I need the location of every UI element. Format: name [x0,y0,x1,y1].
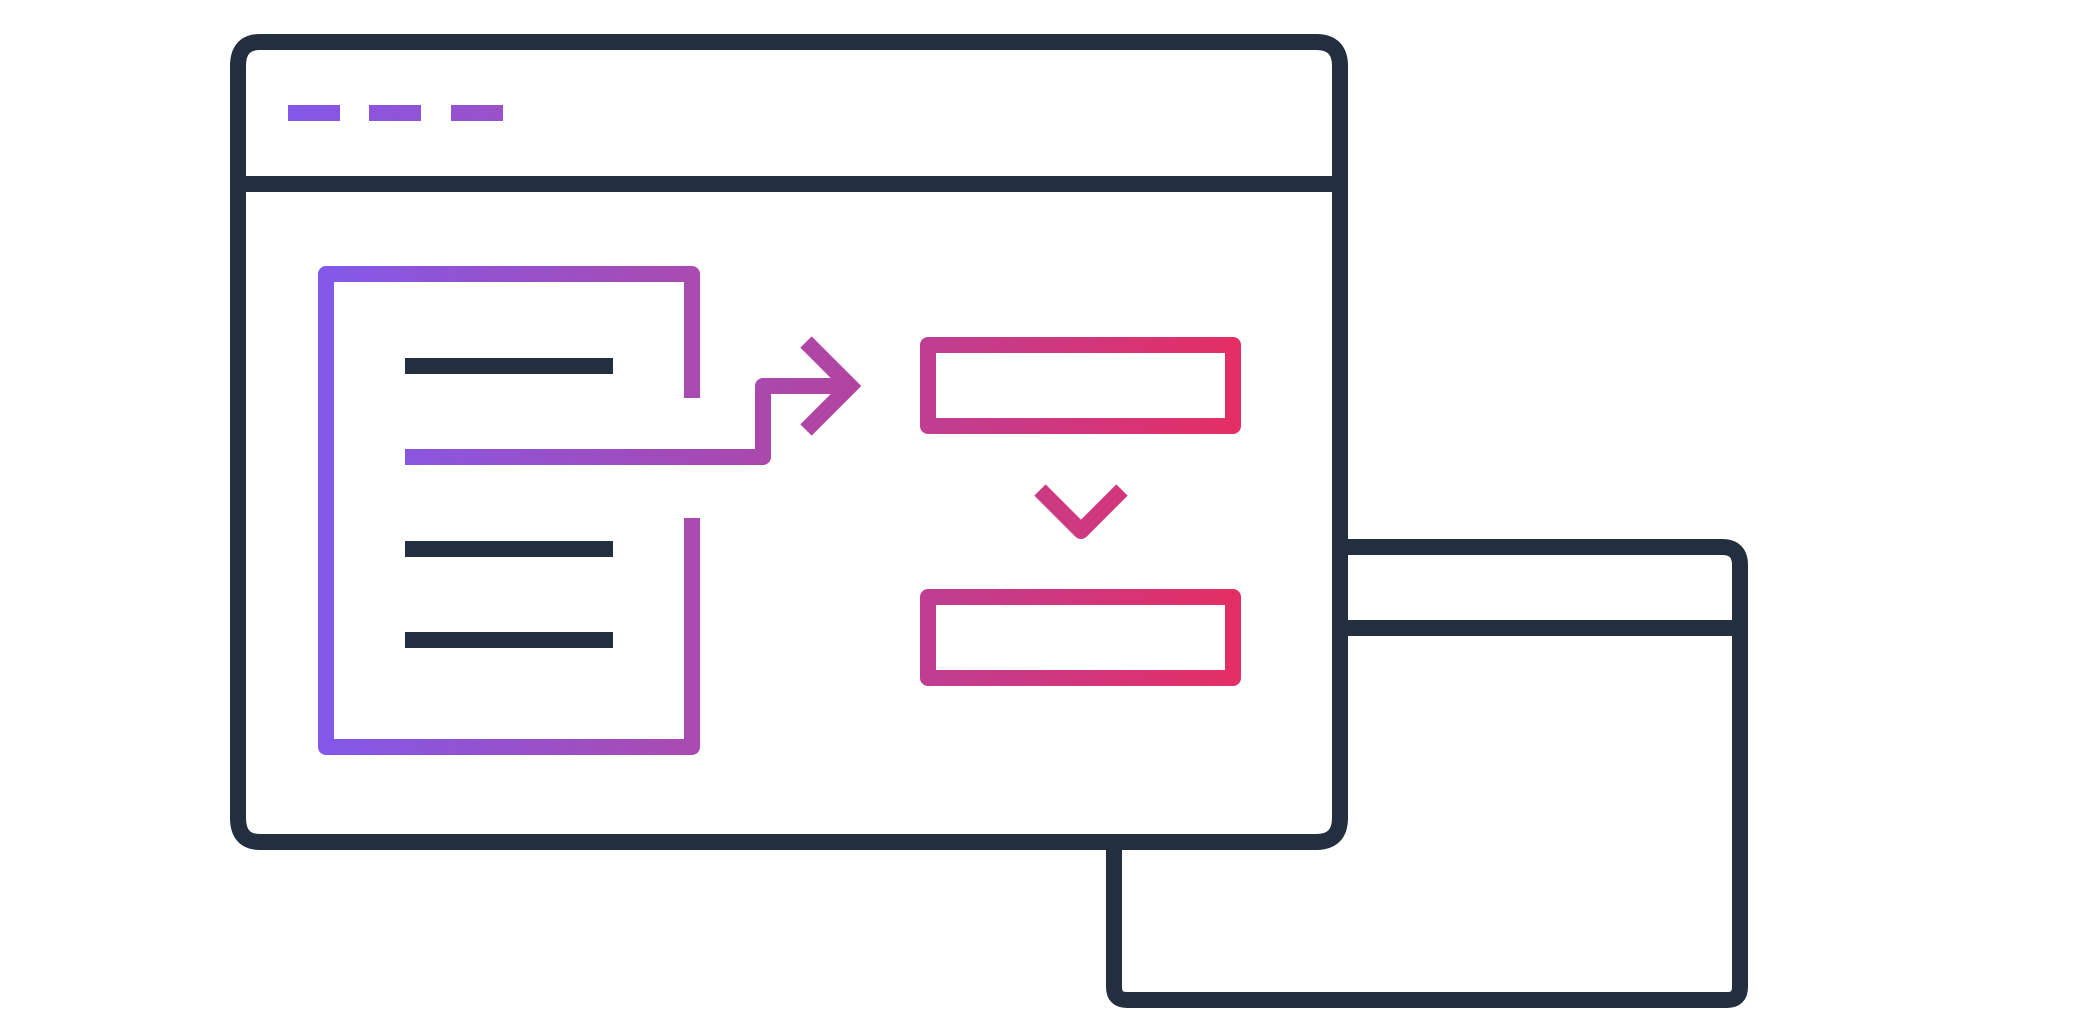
browser-window-icon [230,34,1348,850]
chevron-down-icon [1034,484,1128,539]
field-box-1 [920,337,1241,434]
field-box-2 [920,589,1241,686]
form-lines [405,358,613,648]
arrow-right-icon [405,336,862,465]
form-document-icon [318,266,700,755]
background-window-icon [1106,539,1748,1008]
input-field-icon [920,337,1241,686]
